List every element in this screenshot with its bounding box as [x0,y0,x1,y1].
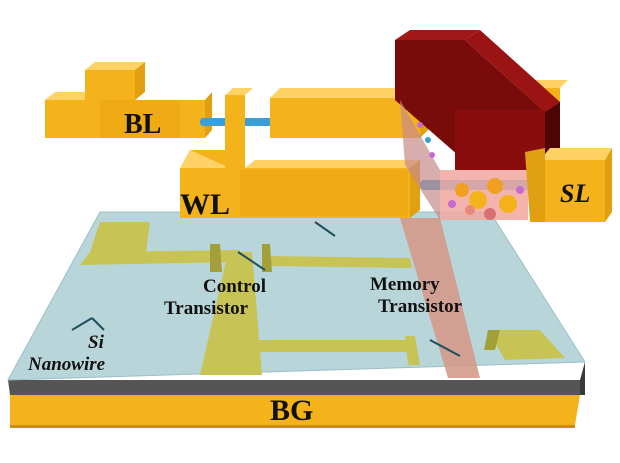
label-memory-line1: Memory [370,274,440,295]
label-sl: SL [560,179,590,208]
charge-storage-region [400,100,528,220]
gate-metal-pads [80,222,565,375]
dielectric-layer [8,362,585,395]
label-bl: BL [124,109,161,140]
word-line-block [180,88,420,218]
memory-oxide-strip [400,218,480,378]
back-gate-slab [10,395,580,428]
label-control-line1: Control [203,276,266,297]
memory-gate-block [395,30,560,170]
bit-line-block [45,62,212,138]
label-bg: BG [270,394,313,427]
label-si-line1: Si [88,332,105,353]
label-wl: WL [180,188,230,221]
si-nanowire-lines [71,221,461,357]
label-si-line2: Nanowire [27,354,106,375]
label-control-line2: Transistor [164,298,249,319]
source-line-block [525,148,612,222]
label-memory-line2: Transistor [378,296,463,317]
